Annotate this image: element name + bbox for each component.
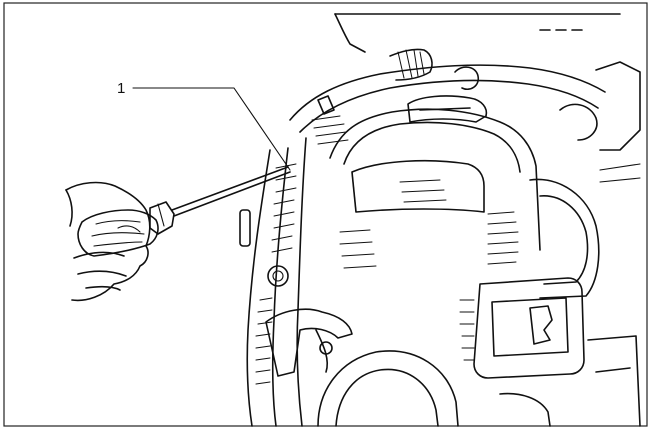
callout-leader-line [132,87,291,171]
figure-frame [3,2,648,427]
callout-label: 1 [117,80,125,97]
engine-housing [239,13,641,427]
screwdriver [77,166,291,257]
